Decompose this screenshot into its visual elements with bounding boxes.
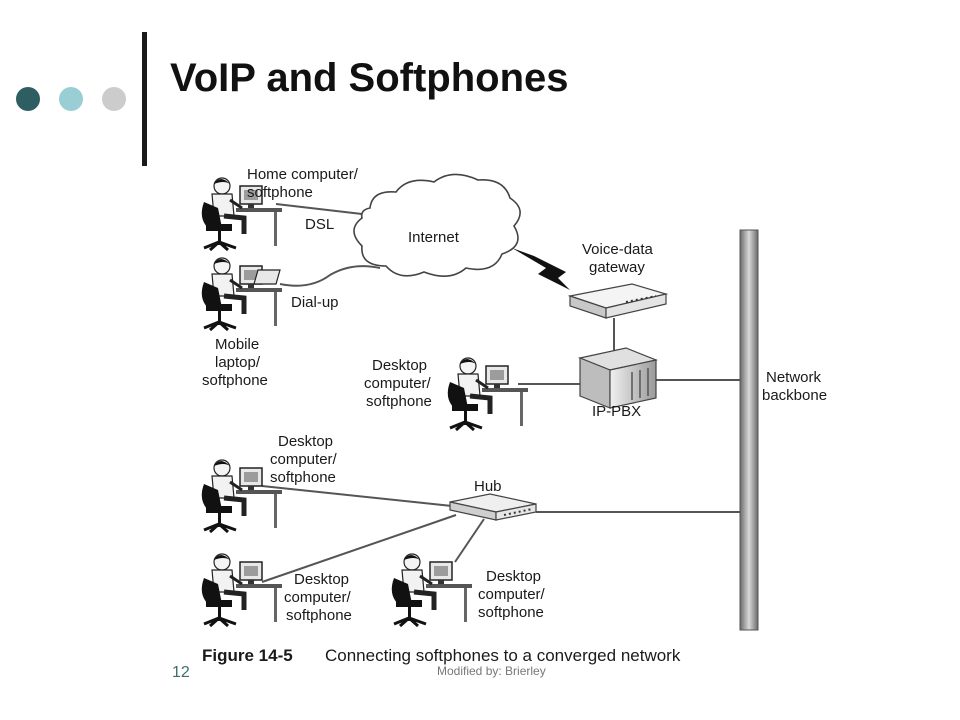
link-upperleft-hub (261, 485, 453, 507)
label-dsl: DSL (305, 216, 334, 233)
decor-dot-dark (16, 87, 40, 111)
label-desktop-ippbx: Desktop computer/ softphone (364, 357, 435, 410)
desktop-lower-left-user (202, 554, 282, 626)
link-lowerright-hub (454, 518, 485, 563)
label-voice-data-gateway: Voice-data gateway (582, 241, 657, 276)
ip-pbx-server (577, 347, 659, 409)
label-internet: Internet (408, 229, 460, 246)
network-backbone-pole (739, 229, 759, 631)
label-ip-pbx: IP-PBX (592, 403, 641, 420)
label-home-computer: Home computer/ softphone (247, 166, 362, 201)
link-laptop-dialup (279, 265, 381, 287)
slide-title: VoIP and Softphones (170, 56, 569, 100)
internet-cloud (353, 173, 521, 277)
label-desktop-lower-left: Desktop computer/ softphone (284, 571, 355, 624)
desktop-ippbx-user (448, 358, 528, 430)
voice-data-gateway-device (567, 283, 669, 319)
label-network-backbone: Network backbone (762, 369, 827, 404)
mobile-laptop-user (202, 258, 282, 330)
link-lowerleft-hub (261, 514, 457, 583)
label-desktop-lower-right: Desktop computer/ softphone (478, 568, 549, 621)
desktop-lower-right-user (392, 554, 472, 626)
link-home-dsl (275, 203, 363, 215)
figure-caption-text: Connecting softphones to a converged net… (325, 646, 681, 665)
label-hub: Hub (474, 478, 502, 495)
footer-credit: Modified by: Brierley (437, 664, 546, 678)
slide-number: 12 (172, 664, 190, 681)
wireless-link-bolt (512, 248, 570, 290)
label-mobile-laptop: Mobile laptop/ softphone (202, 336, 268, 389)
label-dial-up: Dial-up (291, 294, 339, 311)
decorative-dots (16, 87, 126, 111)
figure-caption-number: Figure 14-5 (202, 646, 293, 665)
decor-dot-gray (102, 87, 126, 111)
decor-dot-light (59, 87, 83, 111)
title-divider-bar (142, 32, 147, 166)
hub-device (449, 493, 537, 521)
label-desktop-upper-left: Desktop computer/ softphone (270, 433, 341, 486)
connection-lines (261, 203, 742, 583)
